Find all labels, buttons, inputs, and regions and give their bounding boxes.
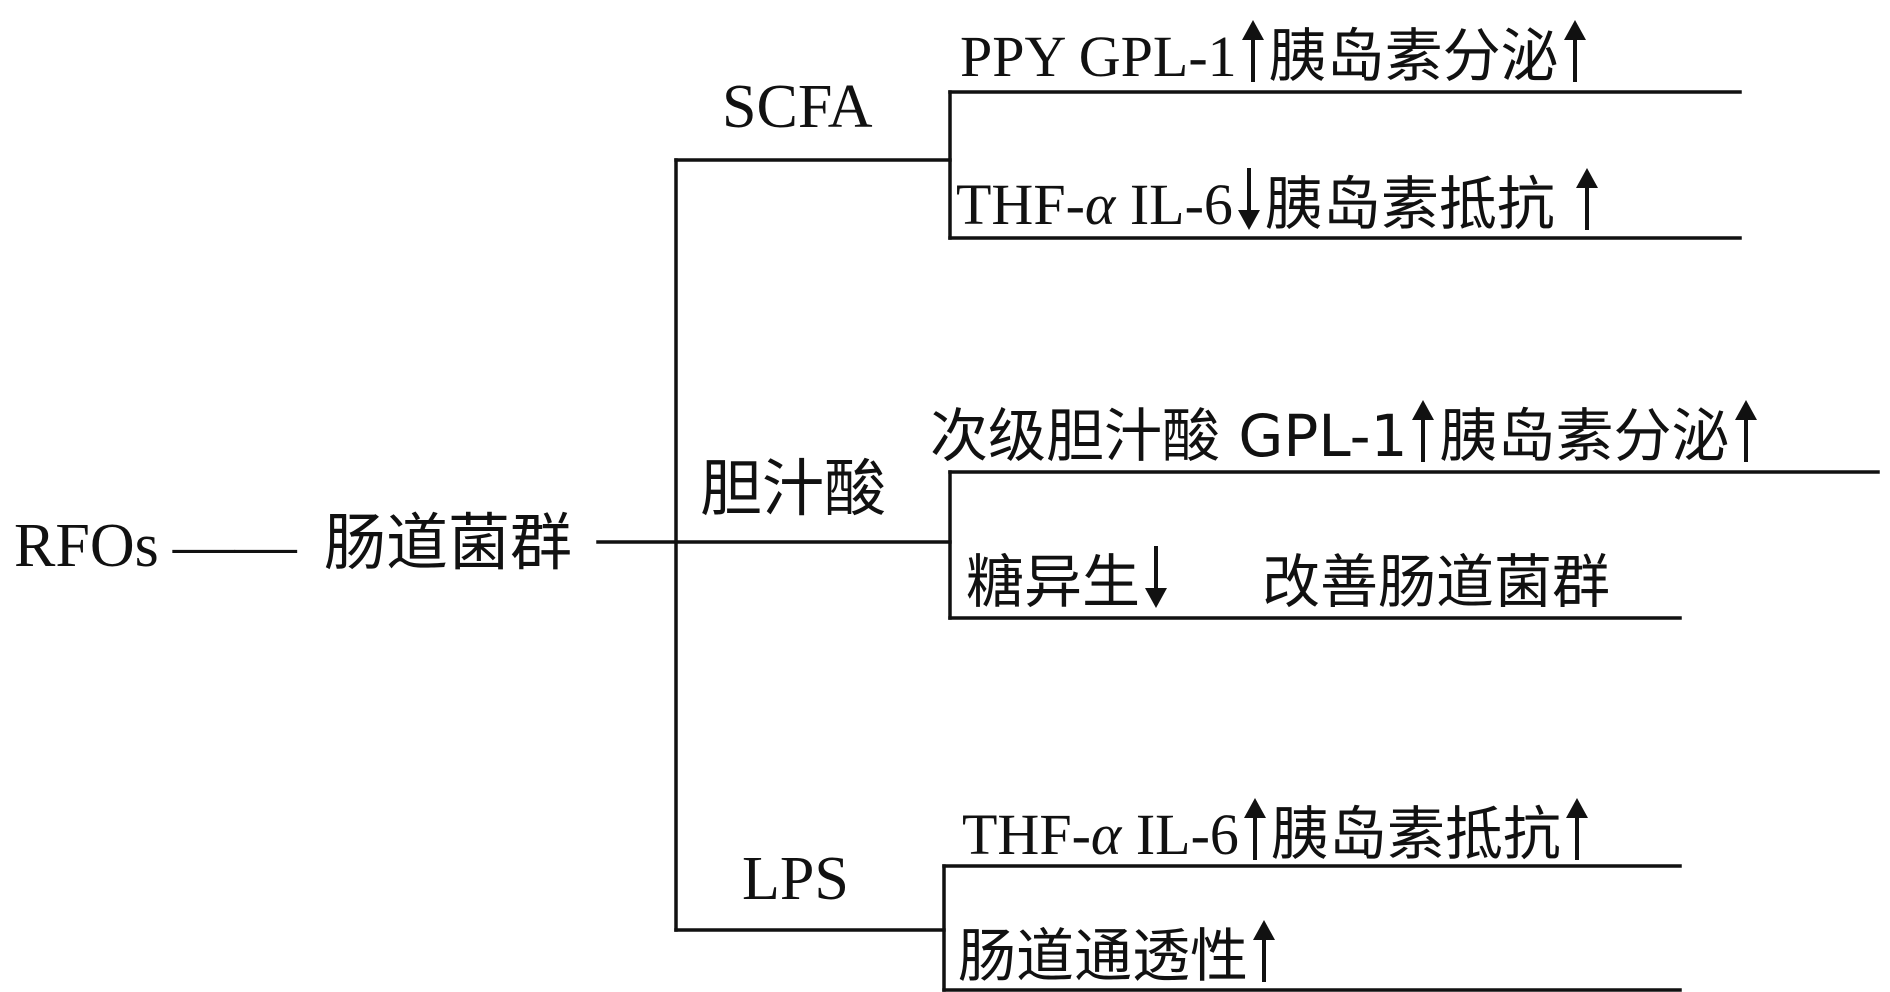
bile-acid-effect-2-outcome: 改善肠道菌群 xyxy=(1262,548,1611,616)
scfa-effect-2-mediator-a: THF- xyxy=(956,172,1085,237)
lps-effect-1-outcome: 胰岛素抵抗 xyxy=(1270,800,1561,868)
bile-acid-effect-2: 糖异生改善肠道菌群 xyxy=(966,546,1610,612)
scfa-effect-1-outcome: 胰岛素分泌 xyxy=(1268,22,1559,90)
root-label: RFOs—— xyxy=(14,515,297,577)
root-connector: —— xyxy=(172,512,297,580)
scfa-effect-2-outcome: 胰岛素抵抗 xyxy=(1264,170,1555,238)
bile-acid-effect-1-mediator: 次级胆汁酸 GPL-1 xyxy=(930,402,1408,470)
lps-effect-1-greek: α xyxy=(1090,802,1122,867)
down-arrow-icon xyxy=(1237,168,1261,230)
up-arrow-icon xyxy=(1243,798,1267,860)
lps-effect-2: 肠道通透性 xyxy=(958,920,1280,986)
up-arrow-icon xyxy=(1734,400,1758,462)
scfa-effect-1-mediator: PPY GPL-1 xyxy=(960,24,1237,89)
bile-acid-effect-1-outcome: 胰岛素分泌 xyxy=(1439,402,1730,470)
up-arrow-icon xyxy=(1565,798,1589,860)
up-arrow-icon xyxy=(1252,920,1276,982)
down-arrow-icon xyxy=(1144,546,1168,608)
branch-label-lps: LPS xyxy=(742,845,849,913)
hub-label: 肠道菌群 xyxy=(324,506,573,579)
branch-label-scfa: SCFA xyxy=(722,73,873,141)
up-arrow-icon xyxy=(1411,400,1435,462)
scfa-effect-2-mediator-b: IL-6 xyxy=(1115,172,1233,237)
lps-effect-2-mediator: 肠道通透性 xyxy=(958,922,1249,990)
bile-acid-effect-2-mediator: 糖异生 xyxy=(966,548,1141,616)
up-arrow-icon xyxy=(1241,20,1265,82)
scfa-effect-2-greek: α xyxy=(1084,172,1116,237)
lps-effect-1-mediator-b: IL-6 xyxy=(1121,802,1239,867)
up-arrow-icon xyxy=(1563,20,1587,82)
lps-effect-1-mediator-a: THF- xyxy=(962,802,1091,867)
up-arrow-icon xyxy=(1575,168,1599,230)
root-text: RFOs xyxy=(14,512,159,580)
branch-label-bile-acid: 胆汁酸 xyxy=(700,452,887,525)
